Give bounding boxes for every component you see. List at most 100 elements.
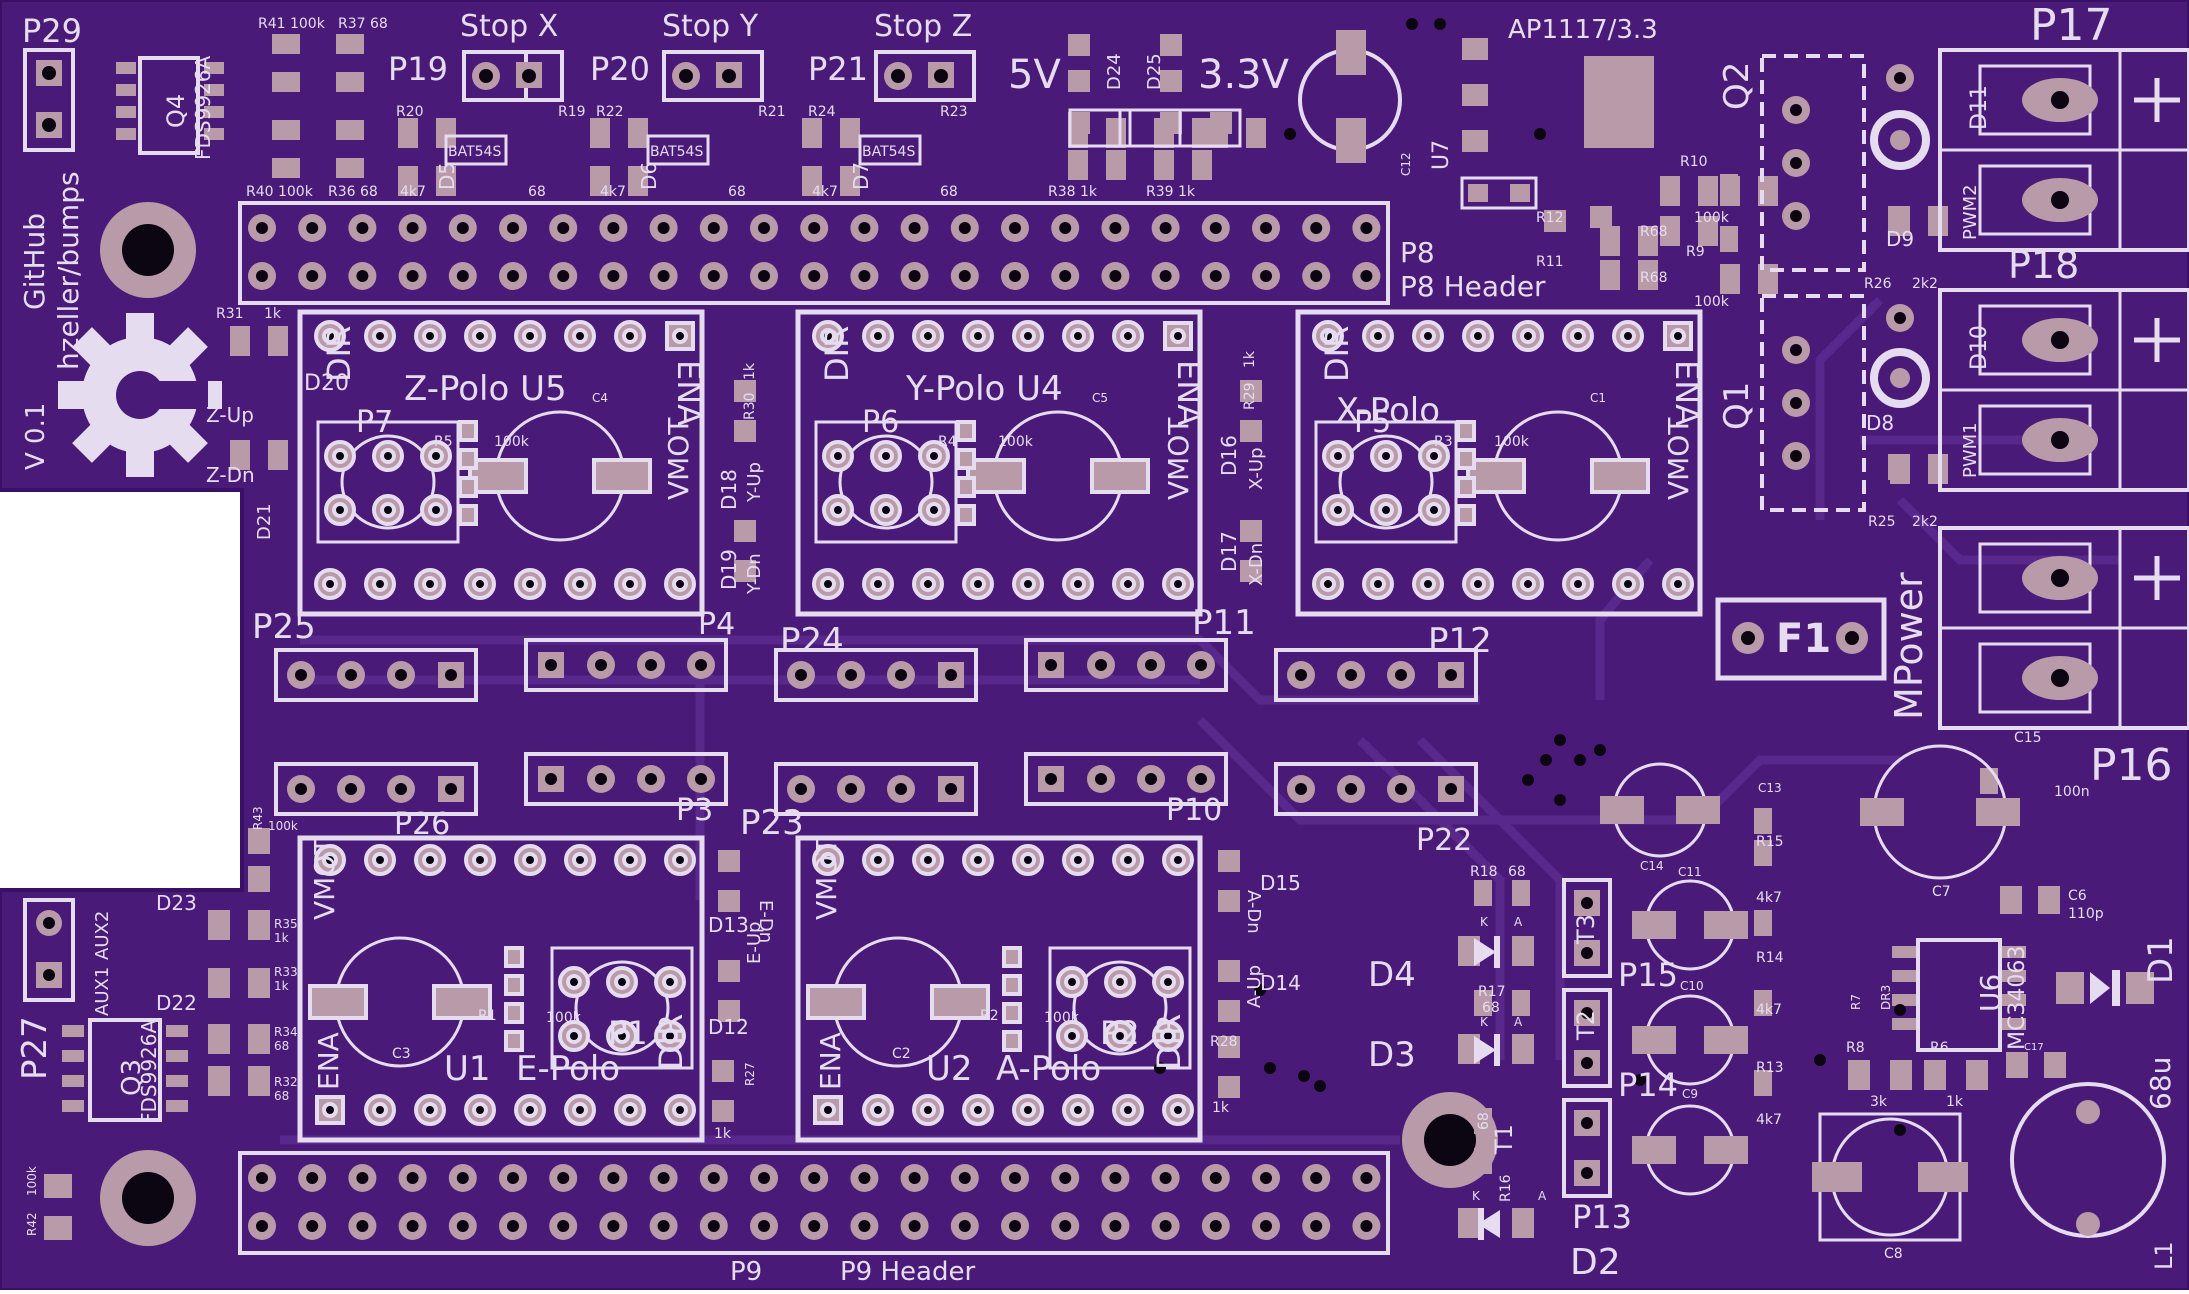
label-p15: P15 — [1618, 956, 1678, 994]
p27-connector — [23, 898, 75, 1002]
label-r13: R13 — [1756, 1060, 1784, 1076]
label-r18: R18 — [1470, 864, 1498, 880]
label-p17: P17 — [2030, 0, 2113, 51]
stop-connectors — [462, 50, 976, 102]
label-p2: P2 — [1100, 1014, 1140, 1052]
label-q4_part: FDS9926A — [191, 56, 215, 160]
label-c2: C2 — [892, 1046, 911, 1062]
label-ap: AP1117/3.3 — [1508, 15, 1658, 45]
label-vmot: VMOT — [1162, 417, 1195, 500]
label-t3: T3 — [1572, 914, 1600, 945]
label-r4k7: 4k7 — [400, 184, 426, 200]
label-r3k: 3k — [1870, 1094, 1888, 1110]
label-r15: R15 — [1756, 834, 1784, 850]
label-zup: Z-Up — [206, 403, 254, 427]
electrolytic-capacitors — [1600, 744, 2020, 1196]
label-d8: D8 — [1866, 411, 1894, 435]
label-d17: D17 — [1217, 531, 1241, 572]
label-r4k7: 4k7 — [1756, 890, 1782, 906]
header-p8-outline — [238, 201, 1390, 305]
label-repo: hzeller/bumps — [52, 171, 85, 370]
label-r26: R26 — [1864, 276, 1892, 292]
label-a: A — [1514, 1015, 1523, 1029]
label-r68: 68 — [1508, 864, 1526, 880]
label-k: K — [1480, 915, 1489, 929]
label-f1: F1 — [1776, 616, 1831, 662]
label-apolo: A-Polo — [996, 1049, 1101, 1089]
pin-connector — [1274, 762, 1478, 816]
label-r8: R8 — [1846, 1040, 1865, 1056]
label-c4: C4 — [592, 391, 608, 405]
label-d25: D25 — [1144, 53, 1165, 90]
label-p23: P23 — [740, 803, 804, 843]
label-r1k: 1k — [1212, 1100, 1230, 1116]
label-zdn: Z-Dn — [206, 463, 255, 487]
label-r38: R38 1k — [1048, 184, 1098, 200]
label-ena: ENA — [1170, 360, 1208, 426]
label-r16: R16 — [1498, 1174, 1514, 1202]
label-r100k: 100k — [1494, 434, 1530, 450]
label-r2k2: 2k2 — [1912, 514, 1938, 530]
smd-pads-top — [230, 34, 2058, 1122]
label-q2: Q2 — [1717, 62, 1757, 110]
label-r35: R35 — [274, 917, 298, 931]
label-d12: D12 — [708, 1015, 749, 1039]
label-vmot: VMOT — [662, 417, 695, 500]
label-r23: R23 — [940, 104, 968, 120]
label-r6: R6 — [1930, 1040, 1949, 1056]
label-d22: D22 — [156, 991, 197, 1015]
label-q4: Q4 — [162, 94, 190, 128]
label-q3: Q3 — [117, 1059, 147, 1096]
label-ydn: Y-Dn — [744, 553, 765, 595]
label-q1: Q1 — [1717, 382, 1757, 430]
label-r100k: 100k — [998, 434, 1034, 450]
label-p19: P19 — [388, 50, 448, 88]
label-k: K — [1480, 1015, 1489, 1029]
q3-chip — [88, 1018, 162, 1122]
label-c11: C11 — [1678, 865, 1702, 879]
label-dir: DIR — [818, 326, 856, 382]
label-r100k: 100k — [546, 1010, 582, 1026]
label-xpolo: X-Polo — [1336, 391, 1440, 431]
label-vmot: VMOT — [1662, 417, 1695, 500]
label-d9: D9 — [1886, 227, 1914, 251]
regulator-section — [1298, 30, 1654, 210]
label-r68u: 68u — [2144, 1057, 2177, 1110]
header-p9-outline — [238, 1151, 1390, 1255]
label-r100k: 100k — [1044, 1010, 1080, 1026]
label-r42: R42 — [25, 1212, 39, 1236]
label-r2: R2 — [980, 1008, 999, 1024]
label-r14: R14 — [1756, 950, 1784, 966]
label-r1k: 1k — [274, 931, 289, 945]
label-u1: U1 — [444, 1049, 491, 1089]
label-c1: C1 — [1590, 391, 1606, 405]
label-r2k2: 2k2 — [1912, 276, 1938, 292]
label-d16: D16 — [1217, 435, 1241, 476]
label-r100k: 100k — [268, 819, 298, 833]
label-vmot: VMOT — [810, 837, 843, 920]
label-d19: D19 — [717, 549, 741, 590]
label-ver: V 0.1 — [21, 403, 51, 470]
label-r68: R68 — [1640, 270, 1668, 286]
label-r27: R27 — [743, 1062, 757, 1086]
label-d10: D10 — [1967, 325, 1992, 370]
label-p16: P16 — [2090, 740, 2173, 791]
label-r68: 68 — [728, 184, 746, 200]
label-c13: C13 — [1758, 781, 1782, 795]
label-dir: DIR — [320, 326, 358, 382]
label-r7: R7 — [1849, 994, 1863, 1010]
label-p22: P22 — [1416, 823, 1472, 858]
p29-connector — [23, 48, 75, 152]
boost-converter-section — [1812, 886, 2166, 1242]
label-dr3: DR3 — [1879, 985, 1893, 1010]
label-r100n: 100n — [2054, 784, 2090, 800]
label-c7: C7 — [1932, 884, 1951, 900]
label-t1: T1 — [1490, 1124, 1518, 1155]
label-d4: D4 — [1368, 955, 1416, 995]
label-zpolo: Z-Polo U5 — [404, 369, 567, 409]
label-r43: R43 — [251, 806, 265, 830]
label-p6: P6 — [862, 405, 899, 440]
label-bat: BAT54S — [448, 144, 501, 160]
label-d2: D2 — [1570, 1242, 1621, 1283]
